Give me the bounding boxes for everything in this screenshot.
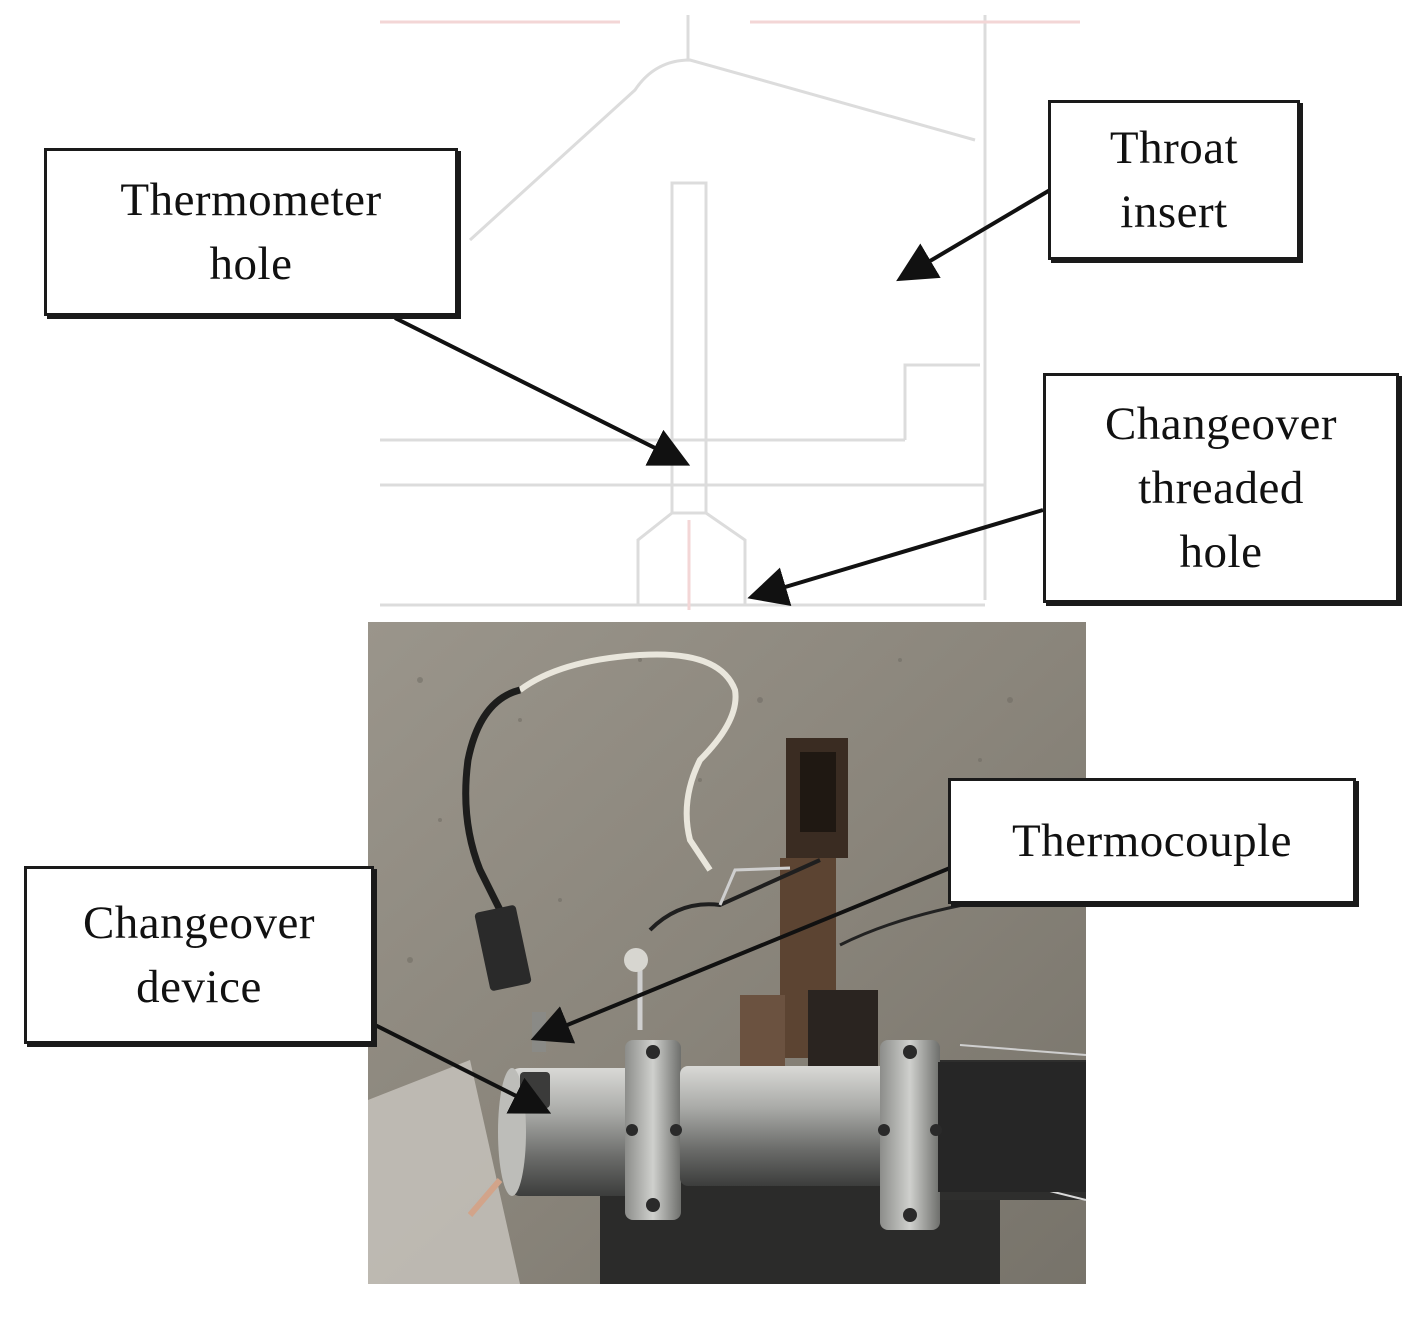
throat-insert-schematic xyxy=(380,15,1080,610)
black-cable xyxy=(462,686,522,912)
label-throat-insert: Throat insert xyxy=(1048,100,1300,260)
label-thermocouple-line1: Thermocouple xyxy=(1011,815,1293,867)
label-threaded-hole-line3: hole xyxy=(1179,526,1263,578)
thermometer-bore xyxy=(670,181,708,515)
label-throat-insert-line1: Throat xyxy=(1109,122,1239,174)
chamber-body xyxy=(680,1066,895,1186)
label-threaded-hole-line1: Changeover xyxy=(1104,398,1338,450)
housing-outline xyxy=(468,58,976,242)
label-thermometer-hole: Thermometer hole xyxy=(44,148,458,316)
label-throat-insert-line2: insert xyxy=(1120,186,1228,238)
left-flange xyxy=(625,1040,681,1220)
connector-plug xyxy=(474,905,532,991)
arrow-changeover-device xyxy=(374,1023,552,1114)
label-thermometer-hole-line1: Thermometer xyxy=(120,174,382,226)
label-changeover-device-line2: device xyxy=(136,961,262,1013)
label-thermocouple: Thermocouple xyxy=(948,778,1356,904)
threaded-hole-outline xyxy=(636,511,747,607)
arrow-throat-insert xyxy=(896,188,1052,282)
label-changeover-threaded-hole: Changeover threaded hole xyxy=(1043,373,1399,603)
arrow-threaded-hole xyxy=(747,508,1044,607)
label-thermometer-hole-line2: hole xyxy=(209,238,293,290)
label-changeover-device: Changeover device xyxy=(24,866,374,1044)
label-changeover-device-line1: Changeover xyxy=(82,897,316,949)
white-cable xyxy=(518,651,739,872)
label-threaded-hole-line2: threaded xyxy=(1138,462,1304,514)
arrow-thermometer-hole xyxy=(394,316,691,466)
right-flange xyxy=(880,1040,940,1230)
arrow-thermocouple xyxy=(530,866,951,1044)
